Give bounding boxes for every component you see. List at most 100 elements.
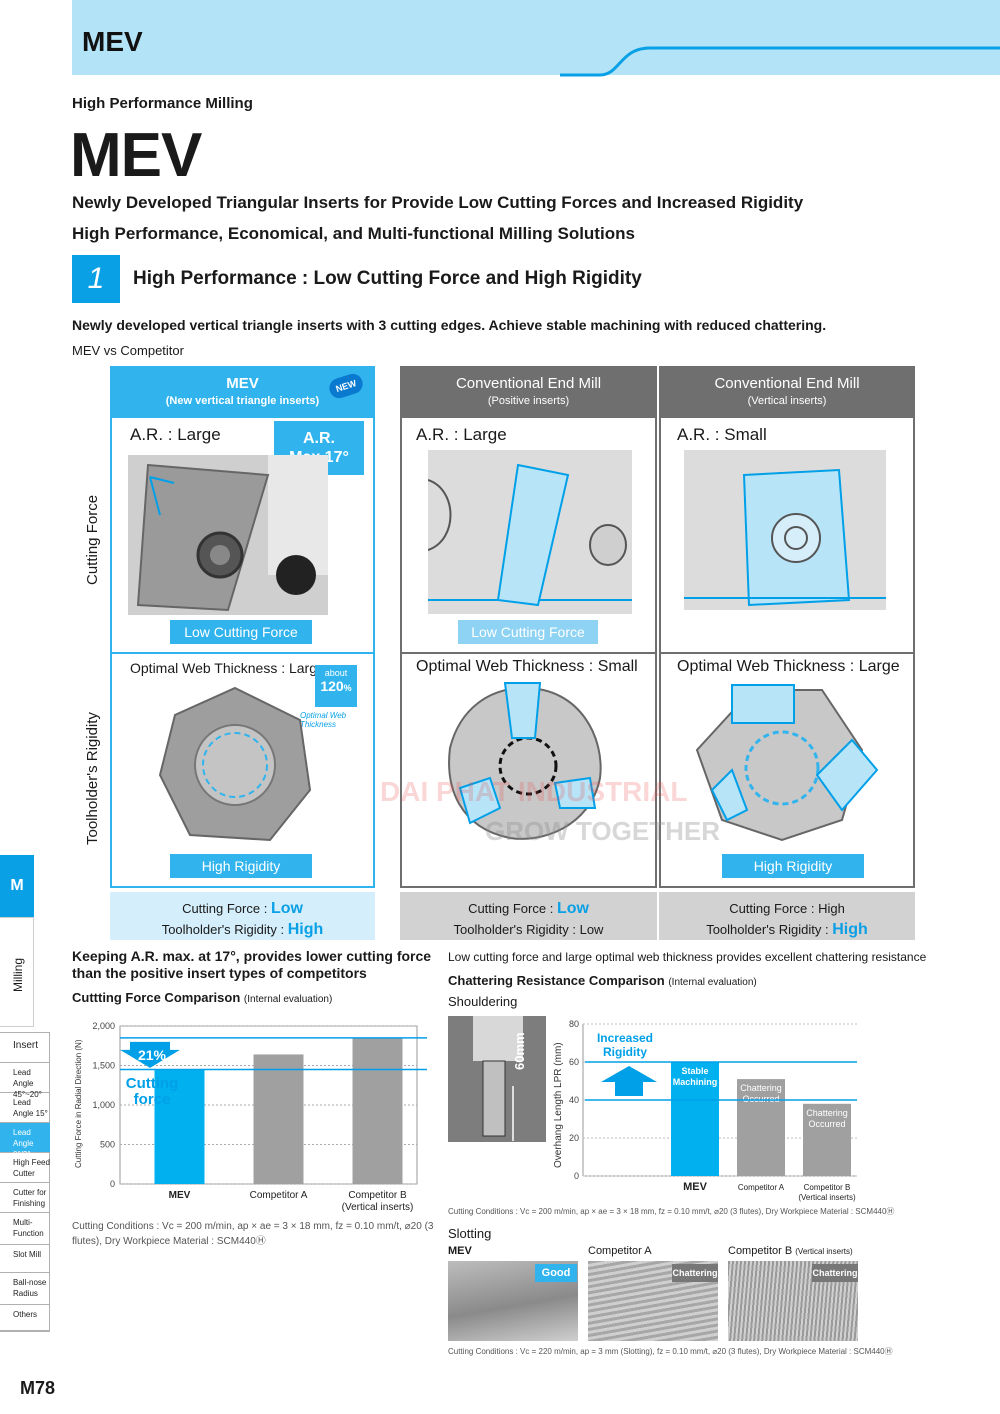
mev-insert-image bbox=[128, 455, 328, 615]
bar-1 bbox=[737, 1079, 785, 1176]
slot-tag-a: Chattering bbox=[672, 1264, 718, 1282]
y-tick-label: 40 bbox=[569, 1095, 579, 1105]
about-badge: about 120% bbox=[315, 665, 357, 707]
sidebar-item-4[interactable]: High Feed Cutter bbox=[0, 1153, 50, 1183]
slotting-label: Slotting bbox=[448, 1226, 492, 1241]
sidebar-item-7[interactable]: Slot Mill bbox=[0, 1245, 50, 1273]
badge-text-2: force bbox=[134, 1091, 171, 1108]
left-conditions: Cutting Conditions : Vc = 200 m/min, ap … bbox=[72, 1221, 434, 1247]
sidebar-tab-milling[interactable] bbox=[0, 917, 34, 1027]
rigidity-badge-1: Increased bbox=[597, 1031, 653, 1045]
right-chart-note: (Internal evaluation) bbox=[668, 977, 757, 988]
bar-0 bbox=[154, 1069, 205, 1184]
vertical-row-divider bbox=[661, 652, 913, 654]
sidebar-item-8[interactable]: Ball-nose Radius bbox=[0, 1273, 50, 1305]
col-sub: (Vertical inserts) bbox=[747, 395, 827, 407]
sidebar-item-6[interactable]: Multi-Function bbox=[0, 1213, 50, 1245]
positive-ar-label: A.R. : Large bbox=[416, 425, 507, 444]
row-label-rigidity: Toolholder's Rigidity bbox=[84, 712, 101, 845]
vertical-ar-label: A.R. : Small bbox=[677, 425, 767, 444]
sidebar-tab-milling-label: Milling bbox=[11, 957, 25, 992]
product-title: MEV bbox=[70, 121, 202, 190]
summary-mev: Cutting Force : Low Toolholder's Rigidit… bbox=[110, 892, 375, 940]
bar-0 bbox=[671, 1062, 719, 1176]
positive-row-divider bbox=[402, 652, 655, 654]
vertical-web-label: Optimal Web Thickness : Large bbox=[677, 658, 900, 675]
bar-annotation: Chattering bbox=[740, 1083, 782, 1093]
shoulder-tool-image bbox=[448, 1016, 546, 1142]
right-heading: Low cutting force and large optimal web … bbox=[448, 950, 927, 964]
about-text: about bbox=[324, 668, 348, 678]
left-heading: Keeping A.R. max. at 17°, provides lower… bbox=[72, 948, 432, 981]
x-tick-label: Competitor B bbox=[348, 1190, 407, 1201]
sidebar-item-2[interactable]: Lead Angle 15° bbox=[0, 1093, 50, 1123]
sidebar-tab-m[interactable]: M bbox=[0, 855, 34, 917]
section-title: High Performance : Low Cutting Force and… bbox=[133, 268, 642, 289]
header-band bbox=[72, 0, 1000, 75]
watermark-line2: GROW TOGETHER bbox=[485, 816, 720, 846]
positive-web-label: Optimal Web Thickness : Small bbox=[416, 658, 638, 675]
header-title: MEV bbox=[82, 26, 143, 57]
summary-rigid-label: Toolholder's Rigidity : bbox=[161, 922, 288, 937]
mev-web-label: Optimal Web Thickness : Large bbox=[130, 660, 325, 676]
bar-2 bbox=[803, 1103, 851, 1176]
col-sub: (Positive inserts) bbox=[487, 395, 570, 407]
x-tick-label: Competitor A bbox=[738, 1183, 785, 1192]
positive-holder-image bbox=[448, 682, 602, 840]
bar-annotation: Chattering bbox=[806, 1108, 848, 1118]
tagline-1: Newly Developed Triangular Inserts for P… bbox=[72, 193, 804, 212]
y-tick-label: 0 bbox=[110, 1179, 115, 1189]
bar-annotation: Occurred bbox=[742, 1094, 779, 1104]
sidebar-item-3[interactable]: Lead Angle 0°/2° bbox=[0, 1123, 50, 1159]
about-unit: % bbox=[343, 683, 352, 693]
row-label-cutting-force: Cutting Force bbox=[84, 494, 101, 585]
summary-force-label: Cutting Force : bbox=[468, 901, 557, 916]
y-tick-label: 1,500 bbox=[92, 1061, 115, 1071]
col-head-vertical: Conventional End Mill (Vertical inserts) bbox=[659, 366, 915, 416]
col-title: Conventional End Mill bbox=[455, 375, 602, 392]
summary-vertical: Cutting Force : High Toolholder's Rigidi… bbox=[659, 892, 915, 940]
bar-annotation: Occurred bbox=[808, 1119, 845, 1129]
slot-name-mev: MEV bbox=[448, 1245, 472, 1257]
slot-tag-b: Chattering bbox=[812, 1264, 858, 1282]
mev-column-frame bbox=[110, 416, 375, 888]
bar-2 bbox=[352, 1037, 403, 1184]
y-tick-label: 80 bbox=[569, 1019, 579, 1029]
tagline-2: High Performance, Economical, and Multi-… bbox=[72, 224, 635, 243]
high-rigidity-tag-vertical: High Rigidity bbox=[722, 854, 864, 878]
summary-force-label: Cutting Force : bbox=[182, 901, 271, 916]
bar-annotation: Machining bbox=[673, 1077, 718, 1087]
y-tick-label: 20 bbox=[569, 1133, 579, 1143]
sidebar-item-1[interactable]: Lead Angle 45°~20° bbox=[0, 1063, 50, 1099]
summary-force-value: High bbox=[818, 901, 845, 916]
mev-row-divider bbox=[112, 652, 373, 654]
x-tick-label: (Vertical inserts) bbox=[798, 1193, 856, 1202]
left-chart-title: Cuttting Force Comparison (Internal eval… bbox=[72, 990, 332, 1005]
down-arrow bbox=[120, 1041, 180, 1068]
x-tick-label: MEV bbox=[169, 1190, 191, 1201]
page-subtitle: High Performance Milling bbox=[72, 95, 253, 112]
vertical-holder-image bbox=[695, 684, 879, 842]
section-number: 1 bbox=[72, 255, 120, 303]
summary-rigid-label: Toolholder's Rigidity : bbox=[453, 922, 580, 937]
y-tick-label: 0 bbox=[574, 1171, 579, 1181]
about-web-caption: Optimal Web Thickness bbox=[300, 711, 347, 729]
col-sub: (New vertical triangle inserts) bbox=[165, 395, 320, 407]
y-tick-label: 1,000 bbox=[92, 1100, 115, 1110]
bar-annotation: Stable bbox=[681, 1066, 708, 1076]
sidebar-item-9[interactable]: Others bbox=[0, 1305, 50, 1331]
summary-force-value: Low bbox=[270, 900, 303, 917]
vertical-column-frame bbox=[659, 416, 915, 888]
summary-rigid-value: Low bbox=[579, 922, 604, 937]
right-chart-title: Chattering Resistance Comparison (Intern… bbox=[448, 973, 757, 988]
sidebar-item-5[interactable]: Cutter for Finishing bbox=[0, 1183, 50, 1213]
slot-tag-good: Good bbox=[535, 1264, 577, 1282]
y-tick-label: 500 bbox=[100, 1140, 115, 1150]
sidebar-item-0[interactable]: Insert bbox=[0, 1036, 50, 1063]
mev-holder-image bbox=[158, 686, 312, 842]
slot-name-b-extra: (Vertical inserts) bbox=[795, 1247, 853, 1256]
slot-name-a: Competitor A bbox=[588, 1245, 652, 1257]
col-head-positive: Conventional End Mill (Positive inserts) bbox=[400, 366, 657, 416]
left-chart-note: (Internal evaluation) bbox=[243, 994, 333, 1005]
